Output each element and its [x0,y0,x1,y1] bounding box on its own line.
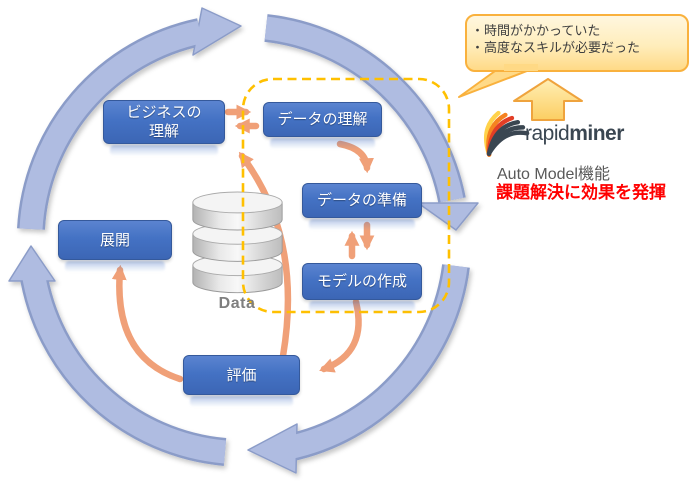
database-icon [192,191,283,294]
box-data-preparation: データの準備 [302,183,422,218]
cycle-arrowhead-top [192,7,242,56]
callout-body [465,14,689,72]
rapidminer-wordmark-regular: rapid [525,122,570,145]
cycle-arc-top-right-fill [264,16,464,203]
callout-line-1: ・時間がかかっていた [471,23,601,38]
callout-text: ・時間がかかっていた ・高度なスキルが必要だった [471,22,685,56]
rapidminer-wordmark: rapidminer [525,122,624,146]
arrow-evaluation-to-business [238,151,292,360]
block-up-arrow [513,78,583,121]
arrow-evaluation-to-deployment [111,264,184,383]
callout-bubble [458,14,689,98]
cycle-arc-bottom-left-fill [21,270,227,464]
dashed-highlight-box [241,77,451,314]
cycle-arc-bottom-right-fill [285,264,468,460]
rapidminer-logo-icon [483,110,530,158]
rapidminer-wordmark-bold: miner [569,122,624,145]
benefit-highlight-caption: 課題解決に効果を発揮 [496,183,666,202]
box-business-understanding: ビジネスの 理解 [103,100,225,144]
cycle-arrowhead-right [417,202,479,231]
auto-model-caption: Auto Model機能 [497,166,610,183]
box-evaluation: 評価 [183,355,300,395]
database-disk-top [192,191,283,231]
callout-tail-junction-patch [504,64,538,71]
box-deployment: 展開 [58,220,172,260]
cycle-arc-top-left-fill [19,20,203,230]
box-data-understanding: データの理解 [263,102,382,137]
callout-line-2: ・高度なスキルが必要だった [471,40,641,55]
cycle-ring [8,7,479,474]
data-store-label: Data [218,295,256,312]
box-modeling: モデルの作成 [302,263,422,300]
